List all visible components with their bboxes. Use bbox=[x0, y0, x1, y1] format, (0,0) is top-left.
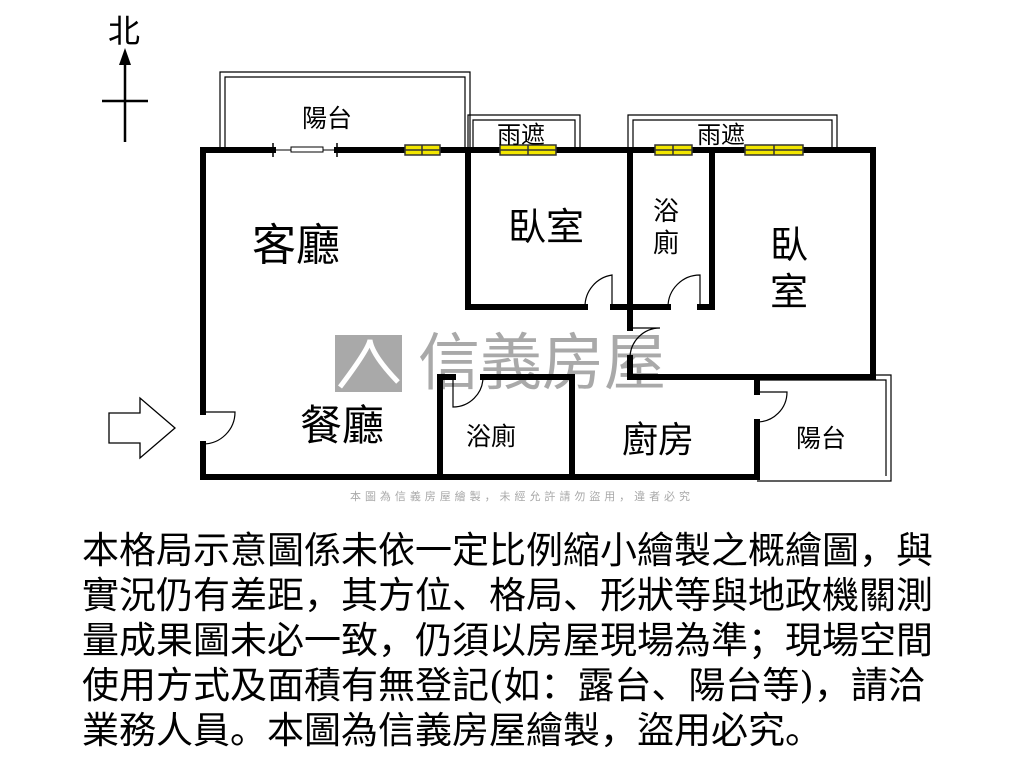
disclaimer: 本格局示意圖係未依一定比例縮小繪製之概繪圖，與 實況仍有差距，其方位、格局、形狀… bbox=[82, 528, 982, 753]
sliding-door bbox=[272, 143, 338, 157]
label-canopy-2: 雨遮 bbox=[697, 121, 745, 149]
watermark: 信義房屋 本圖為信義房屋繪製，未經允許請勿盜用，違者必究 bbox=[335, 326, 690, 503]
label-bedroom-2-top: 臥 bbox=[770, 223, 808, 267]
disclaimer-line: 量成果圖未必一致，仍須以房屋現場為準；現場空間 bbox=[82, 619, 933, 662]
disclaimer-line: 本格局示意圖係未依一定比例縮小繪製之概繪圖，與 bbox=[82, 529, 933, 572]
label-bathroom-2: 浴廁 bbox=[466, 422, 516, 451]
entrance-arrow-icon bbox=[108, 396, 176, 460]
label-dining-room: 餐廳 bbox=[300, 401, 384, 450]
label-bedroom-2-bottom: 室 bbox=[770, 270, 808, 314]
balcony-outlines bbox=[219, 71, 892, 482]
watermark-small-text: 本圖為信義房屋繪製，未經允許請勿盜用，違者必究 bbox=[350, 489, 690, 503]
label-bathroom-1-top: 浴 bbox=[653, 197, 679, 227]
disclaimer-line: 實況仍有差距，其方位、格局、形狀等與地政機關測 bbox=[82, 574, 933, 617]
label-kitchen: 廚房 bbox=[622, 420, 694, 461]
label-bathroom-1-bottom: 廁 bbox=[653, 229, 679, 259]
watermark-brand: 信義房屋 bbox=[418, 326, 666, 399]
disclaimer-line: 業務人員。本圖為信義房屋繪製，盜用必究。 bbox=[82, 709, 822, 752]
doors bbox=[202, 274, 788, 445]
label-bedroom-1: 臥室 bbox=[508, 205, 584, 249]
walls bbox=[200, 147, 876, 480]
label-balcony-right: 陽台 bbox=[796, 424, 846, 453]
label-living-room: 客廳 bbox=[252, 220, 340, 271]
north-label: 北 bbox=[108, 12, 140, 50]
windows bbox=[404, 144, 804, 156]
north-compass: 北 bbox=[102, 12, 148, 142]
label-balcony-top: 陽台 bbox=[302, 104, 352, 133]
north-arrow-icon bbox=[119, 48, 131, 65]
disclaimer-line: 使用方式及面積有無登記(如：露台、陽台等)，請洽 bbox=[82, 664, 925, 707]
label-canopy-1: 雨遮 bbox=[497, 121, 545, 149]
